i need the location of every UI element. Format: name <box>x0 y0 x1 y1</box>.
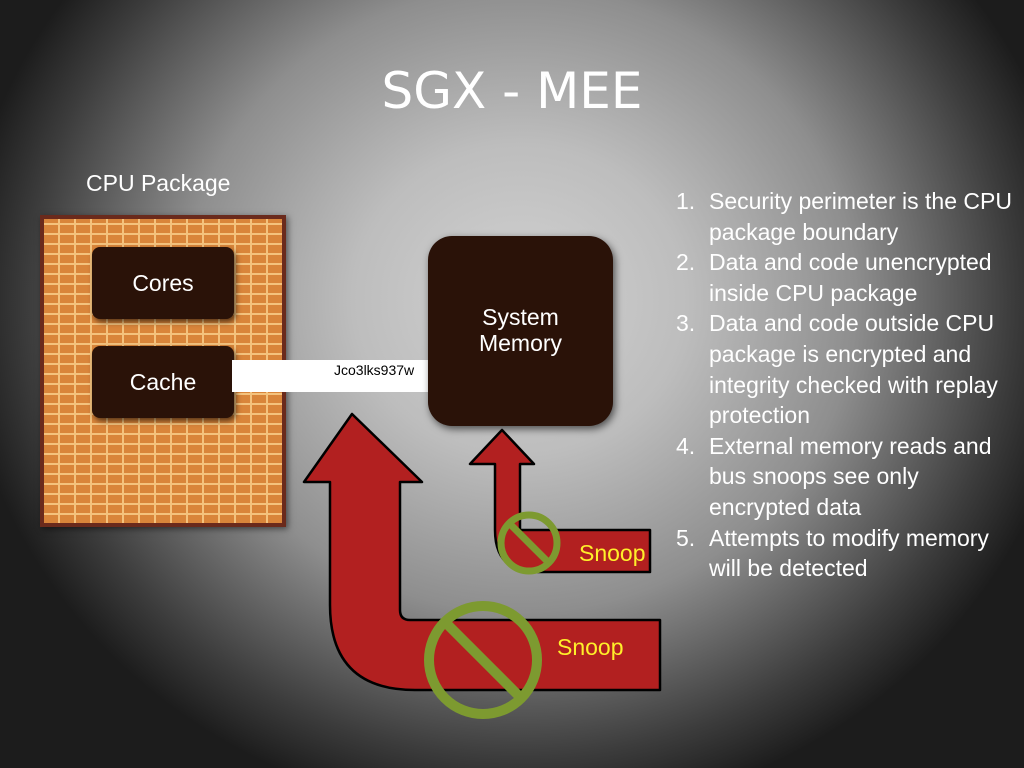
list-item-text: Data and code unencrypted inside CPU pac… <box>709 249 992 306</box>
snoop-label-small: Snoop <box>579 540 646 566</box>
list-item-text: Security perimeter is the CPU package bo… <box>709 188 1012 245</box>
list-item: 3. Data and code outside CPU package is … <box>676 308 1022 430</box>
cpu-package-label: CPU Package <box>86 170 231 196</box>
security-points-list: 1. Security perimeter is the CPU package… <box>676 186 1022 584</box>
cache-block: Cache <box>92 346 234 418</box>
cache-label: Cache <box>129 368 197 395</box>
list-item-number: 2. <box>676 249 696 276</box>
list-item: 1. Security perimeter is the CPU package… <box>676 186 1022 247</box>
list-item-number: 5. <box>676 524 696 551</box>
list-item-text: External memory reads and bus snoops see… <box>709 432 992 520</box>
slide-title: SGX - MEE <box>381 62 643 120</box>
cores-label: Cores <box>132 269 194 296</box>
snoop-label-large: Snoop <box>557 634 624 660</box>
prohibited-sign-icon <box>497 511 561 575</box>
list-item-number: 3. <box>676 310 696 337</box>
system-memory-label-line1: System <box>482 304 559 330</box>
list-item-number: 4. <box>676 432 696 459</box>
prohibited-sign-icon <box>424 601 542 719</box>
bus-ciphertext: Jco3lks937w <box>334 362 415 378</box>
list-item: 5. Attempts to modify memory will be det… <box>676 523 1022 584</box>
memory-bus: Jco3lks937w <box>232 360 432 392</box>
list-item-number: 1. <box>676 188 696 214</box>
large-snoop-arrow-icon <box>302 412 662 692</box>
system-memory-label-line2: Memory <box>478 330 563 356</box>
list-item: 4. External memory reads and bus snoops … <box>676 431 1022 523</box>
list-item: 2. Data and code unencrypted inside CPU … <box>676 247 1022 308</box>
cores-block: Cores <box>92 247 234 319</box>
system-memory-block: System Memory <box>428 236 613 426</box>
list-item-text: Attempts to modify memory will be detect… <box>709 524 989 582</box>
list-item-text: Data and code outside CPU package is enc… <box>709 310 998 429</box>
